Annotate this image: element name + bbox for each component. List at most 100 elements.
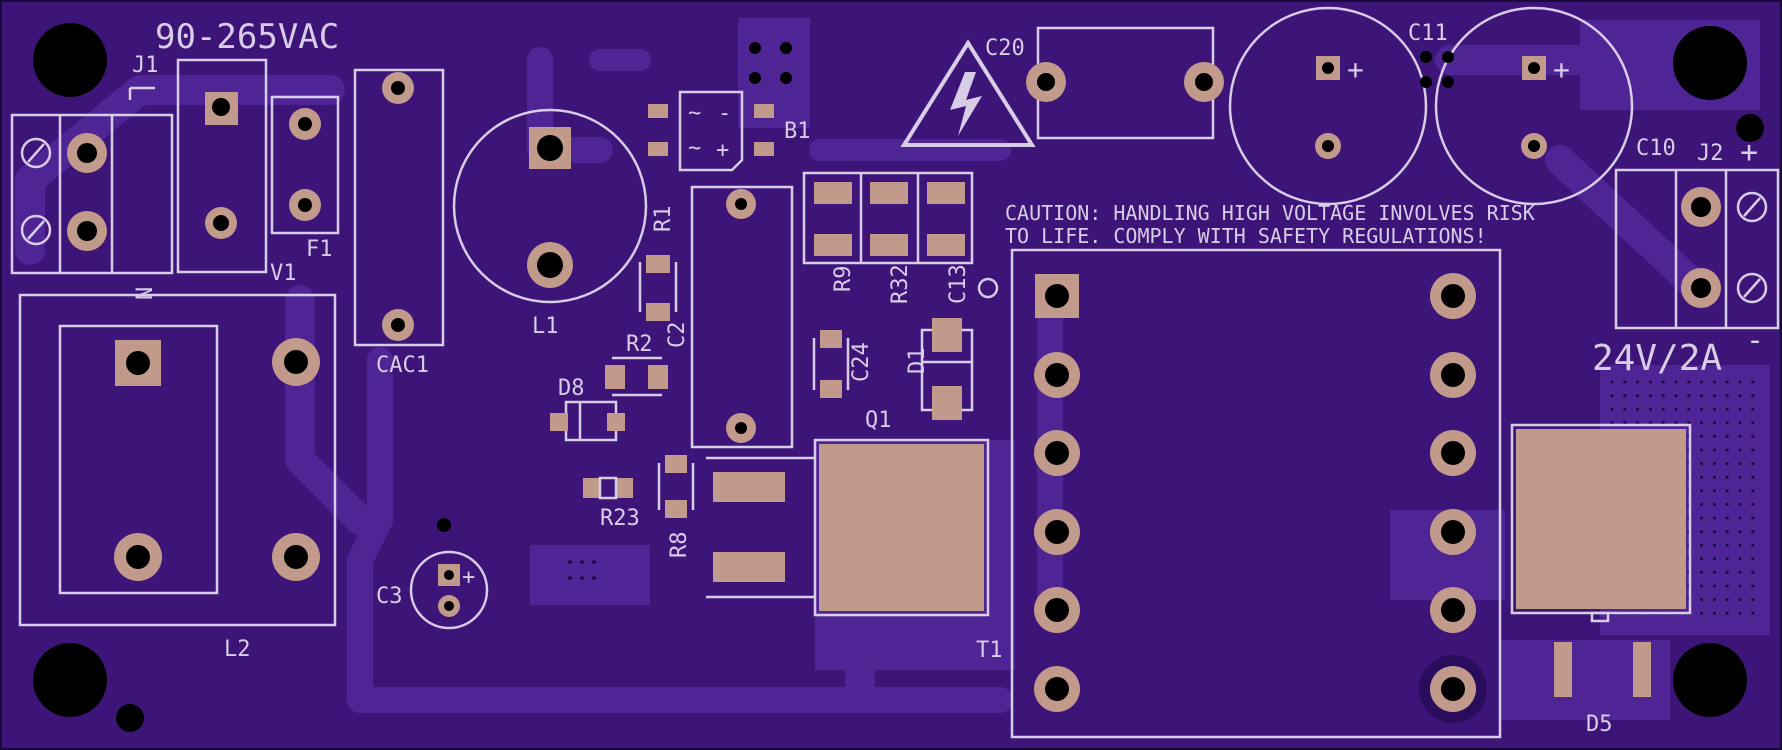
c11-plus-mark: + — [1553, 53, 1570, 86]
via — [1712, 516, 1716, 520]
via — [1700, 543, 1704, 547]
via — [1738, 530, 1742, 534]
via — [1725, 502, 1729, 506]
label-d1: D1 — [905, 348, 930, 375]
output-rating-label: 24V/2A — [1592, 338, 1722, 379]
via — [1700, 570, 1704, 574]
via — [1751, 407, 1755, 411]
label-r8: R8 — [667, 532, 692, 559]
l1-inductor — [452, 108, 648, 304]
via — [1725, 570, 1729, 574]
via — [1700, 434, 1704, 438]
via — [1751, 434, 1755, 438]
via — [1648, 394, 1652, 398]
label-c11: C11 — [1408, 21, 1448, 46]
label-v1: V1 — [270, 261, 297, 286]
via — [1751, 598, 1755, 602]
via — [1725, 380, 1729, 384]
via — [1700, 475, 1704, 479]
via — [1725, 611, 1729, 615]
via — [1712, 421, 1716, 425]
snubber-resistor-block — [802, 171, 974, 265]
via — [1712, 380, 1716, 384]
via — [1738, 475, 1742, 479]
mounting-hole-bottom-right — [1673, 643, 1747, 717]
via — [1738, 421, 1742, 425]
via — [1700, 530, 1704, 534]
via — [1700, 611, 1704, 615]
via — [1700, 448, 1704, 452]
cac1-x-capacitor — [353, 68, 445, 347]
q1-mosfet — [706, 438, 990, 617]
input-voltage-label: 90-265VAC — [155, 17, 339, 57]
via — [1623, 380, 1627, 384]
via — [1712, 489, 1716, 493]
b1-plus-mark: + — [716, 138, 729, 163]
label-r9: R9 — [831, 266, 856, 293]
via — [1738, 407, 1742, 411]
via — [1712, 502, 1716, 506]
high-voltage-warning-icon — [900, 39, 1036, 147]
label-r2: R2 — [626, 332, 653, 357]
label-t1: T1 — [976, 638, 1003, 663]
via — [1700, 462, 1704, 466]
neutral-mark: N — [133, 287, 158, 300]
via — [1751, 543, 1755, 547]
via — [1700, 557, 1704, 561]
via — [1661, 380, 1665, 384]
r23-resistor — [583, 476, 633, 500]
via — [1725, 394, 1729, 398]
ic-controller — [690, 185, 794, 449]
via — [1712, 584, 1716, 588]
via — [1751, 462, 1755, 466]
via — [1738, 434, 1742, 438]
via — [1751, 530, 1755, 534]
label-c13: C13 — [946, 264, 971, 304]
via — [1712, 462, 1716, 466]
via — [1623, 394, 1627, 398]
via — [1725, 407, 1729, 411]
c3-plus-mark: + — [462, 565, 475, 590]
via — [1725, 462, 1729, 466]
via — [1738, 543, 1742, 547]
via — [1725, 489, 1729, 493]
via — [1712, 570, 1716, 574]
c11-electrolytic-capacitors — [1228, 6, 1634, 206]
c20-capacitor — [1026, 26, 1224, 140]
via — [1738, 462, 1742, 466]
via — [1610, 421, 1614, 425]
label-d5: D5 — [1586, 712, 1613, 737]
via — [1712, 557, 1716, 561]
via — [1725, 557, 1729, 561]
fiducial — [116, 704, 144, 732]
label-b1: B1 — [784, 119, 811, 144]
via — [1738, 584, 1742, 588]
via — [1725, 516, 1729, 520]
via — [1751, 502, 1755, 506]
d5-schottky-diode — [1510, 423, 1692, 697]
via — [1700, 394, 1704, 398]
via — [1712, 598, 1716, 602]
via — [1674, 380, 1678, 384]
label-f1: F1 — [306, 237, 333, 262]
b1-ac-mark: ~ — [688, 101, 701, 126]
label-l2: L2 — [224, 637, 251, 662]
via — [1700, 421, 1704, 425]
label-r32: R32 — [888, 264, 913, 304]
via — [1751, 570, 1755, 574]
b1-minus-mark: - — [718, 101, 731, 126]
via — [437, 518, 451, 532]
via — [1712, 475, 1716, 479]
via — [1712, 543, 1716, 547]
via — [1738, 489, 1742, 493]
via — [1725, 530, 1729, 534]
via — [1725, 543, 1729, 547]
label-cac1: CAC1 — [376, 353, 429, 378]
via — [1751, 394, 1755, 398]
via — [1712, 394, 1716, 398]
via — [1725, 421, 1729, 425]
label-r23: R23 — [600, 506, 640, 531]
via — [1738, 611, 1742, 615]
via — [568, 576, 572, 580]
